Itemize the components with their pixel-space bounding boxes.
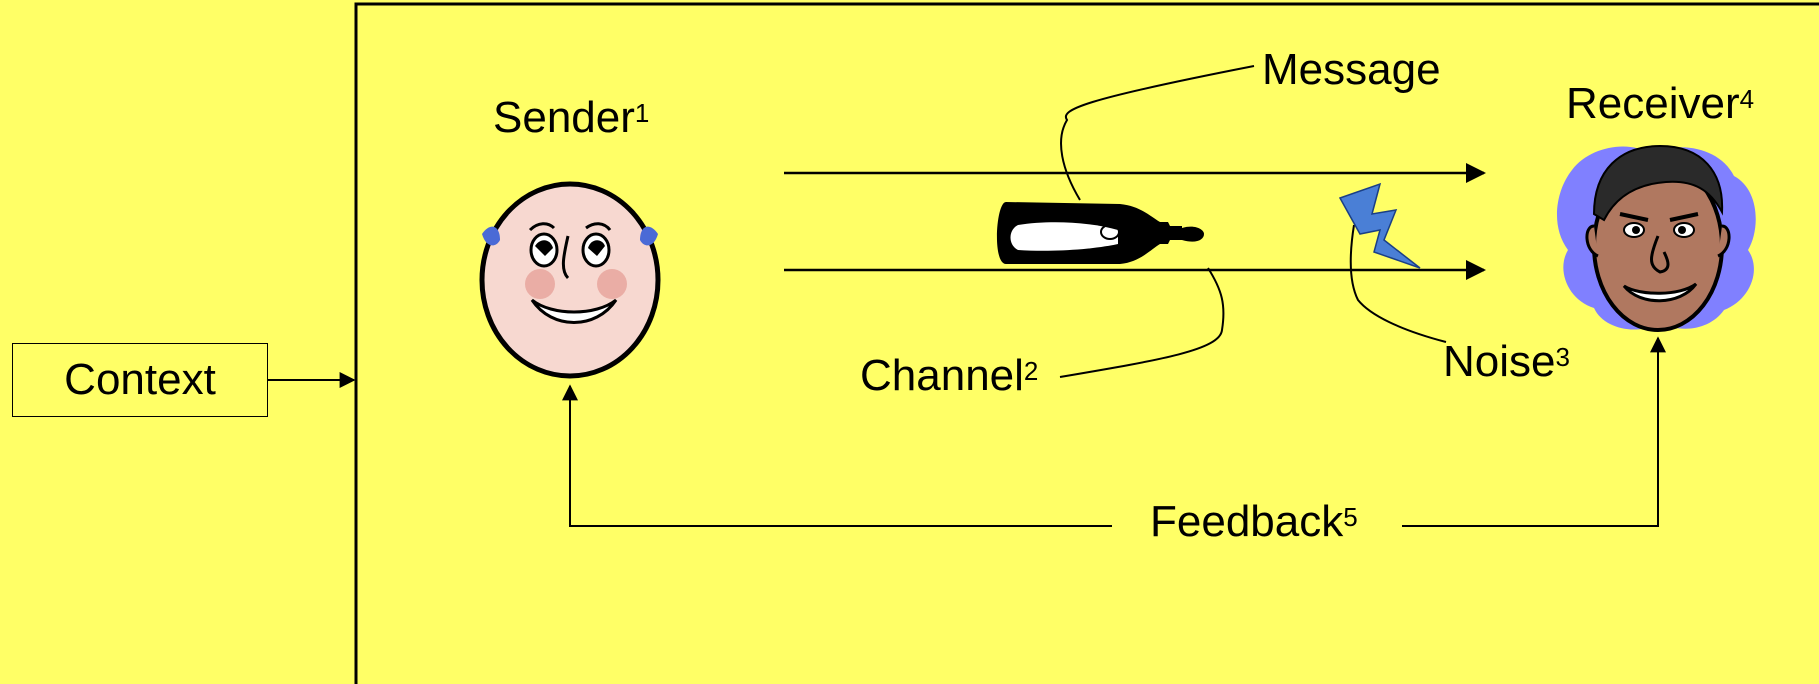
noise-label: Noise3 — [1443, 337, 1570, 386]
receiver-face-icon — [1556, 144, 1756, 332]
feedback-line-left — [562, 384, 1112, 527]
message-callout-line — [1060, 65, 1255, 201]
feedback-line-right — [1402, 336, 1666, 527]
receiver-label: Receiver4 — [1566, 79, 1755, 128]
channel-label: Channel2 — [860, 351, 1039, 400]
context-box: Context — [12, 343, 268, 417]
sender-face-icon — [479, 181, 661, 379]
context-label: Context — [64, 355, 216, 404]
feedback-label: Feedback5 — [1150, 497, 1358, 546]
sender-label: Sender1 — [493, 93, 650, 142]
channel-callout-line — [1059, 267, 1225, 378]
main-frame — [354, 2, 1819, 684]
message-label: Message — [1262, 45, 1441, 94]
noise-callout-line — [1349, 224, 1447, 343]
lightning-bolt-icon — [1338, 182, 1421, 269]
bottle-icon — [996, 202, 1204, 264]
